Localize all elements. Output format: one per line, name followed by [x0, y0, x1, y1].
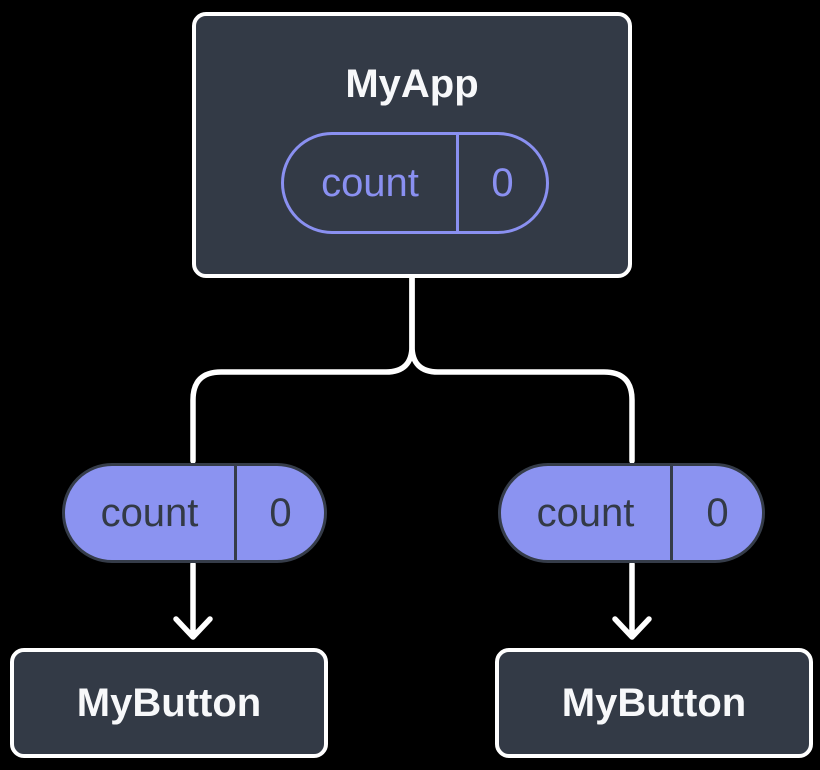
- prop-pill-left-divider: [234, 466, 237, 560]
- branch-left-connector: [190, 275, 415, 464]
- state-pill-name: count: [321, 161, 419, 205]
- prop-pill-left-value: 0: [269, 491, 292, 535]
- mybutton-right-label: MyButton: [561, 680, 747, 725]
- prop-pill-right-name: count: [536, 491, 635, 535]
- mybutton-left-label: MyButton: [76, 680, 262, 725]
- state-pill-value: 0: [491, 161, 514, 205]
- prop-pill-right-divider: [670, 466, 673, 560]
- prop-pill-right-value: 0: [706, 491, 729, 535]
- mybutton-box-right: MyButton: [495, 648, 813, 758]
- state-pill-divider: [456, 135, 459, 231]
- prop-pill-left: count 0: [62, 463, 327, 563]
- arrow-left-icon: [173, 561, 213, 640]
- myapp-box: MyApp count 0: [192, 12, 632, 278]
- myapp-label: MyApp: [345, 62, 479, 106]
- branch-right-connector: [409, 275, 635, 464]
- mybutton-box-left: MyButton: [10, 648, 328, 758]
- prop-pill-right: count 0: [498, 463, 765, 563]
- arrow-right-icon: [612, 561, 652, 640]
- myapp-state-pill: count 0: [281, 132, 549, 234]
- prop-pill-left-name: count: [100, 491, 199, 535]
